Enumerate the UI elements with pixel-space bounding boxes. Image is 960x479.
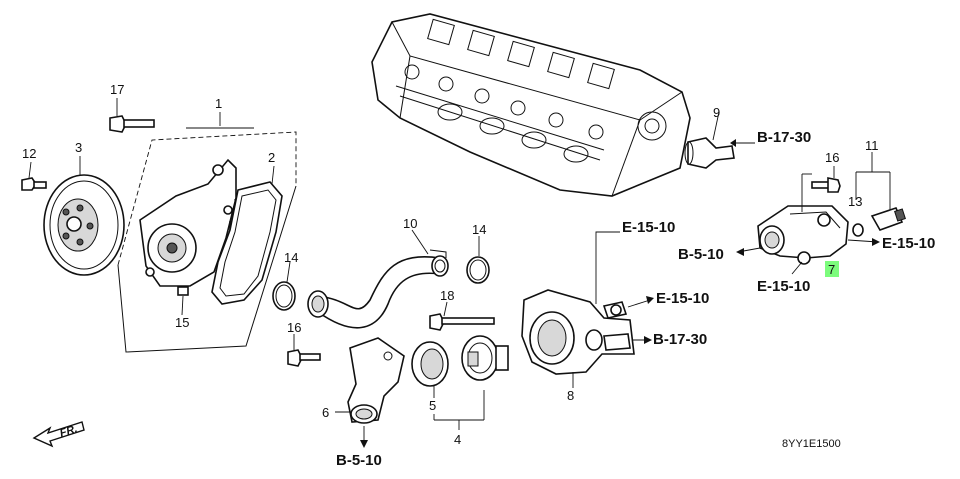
- front-direction-arrow-icon: FR.: [32, 421, 85, 448]
- callout-6: 6: [322, 405, 329, 420]
- callout-7[interactable]: 7: [828, 262, 835, 277]
- callout-2: 2: [268, 150, 275, 165]
- callout-11: 11: [865, 138, 879, 153]
- callout-18: 18: [440, 288, 454, 303]
- cylinder-head: [371, 13, 691, 197]
- callout-1: 1: [215, 96, 222, 111]
- pulley-part-3: [43, 174, 125, 276]
- water-pipe-part-10: [307, 249, 449, 329]
- callout-3: 3: [75, 140, 82, 155]
- water-pump-part-1: [139, 158, 241, 296]
- diagram-code: 8YY1E1500: [782, 438, 841, 450]
- callout-7-highlight[interactable]: [825, 261, 839, 277]
- callout-16-upper: 16: [825, 150, 839, 165]
- callout-8: 8: [567, 388, 574, 403]
- ref-e-15-10-mid: E-15-10: [656, 290, 709, 307]
- bolt-part-17: [109, 115, 155, 133]
- callout-15-bottom: 15: [175, 315, 189, 330]
- thermostat: [461, 335, 509, 381]
- ref-b-17-30-mid: B-17-30: [653, 331, 707, 348]
- callout-9: 9: [713, 105, 720, 120]
- bolt-part-18: [429, 313, 495, 331]
- ref-e-15-10-top-mid: E-15-10: [622, 219, 675, 236]
- ref-b-5-10-bottom: B-5-10: [336, 452, 382, 469]
- callout-4: 4: [454, 432, 461, 447]
- callout-12: 12: [22, 146, 36, 161]
- fitting-part-9: [684, 111, 755, 169]
- ref-b-5-10-right: B-5-10: [678, 246, 724, 263]
- fr-label: FR.: [58, 423, 78, 440]
- washer-part-13: [852, 223, 864, 237]
- bolt-part-12: [21, 177, 47, 191]
- callout-10: 10: [403, 216, 417, 231]
- callout-17: 17: [110, 82, 124, 97]
- ref-e-15-10-bottom-right: E-15-10: [757, 278, 810, 295]
- water-passage-part-7: [757, 205, 849, 265]
- callout-14-mid: 14: [472, 222, 486, 237]
- callout-16-lower: 16: [287, 320, 301, 335]
- ref-b-17-30-top: B-17-30: [757, 129, 811, 146]
- water-outlet-part-6: [347, 337, 405, 424]
- callout-5: 5: [429, 398, 436, 413]
- bolt-part-16-upper: [811, 177, 841, 193]
- thermostat-housing-part-8: [521, 289, 635, 375]
- ref-e-15-10-right: E-15-10: [882, 235, 935, 252]
- o-ring-part-14-left: [272, 281, 296, 311]
- gasket-part-2: [211, 181, 283, 305]
- sensor-part-11: [870, 207, 906, 231]
- bolt-part-16-lower: [287, 349, 321, 367]
- callout-14-left: 14: [284, 250, 298, 265]
- callout-13: 13: [848, 194, 862, 209]
